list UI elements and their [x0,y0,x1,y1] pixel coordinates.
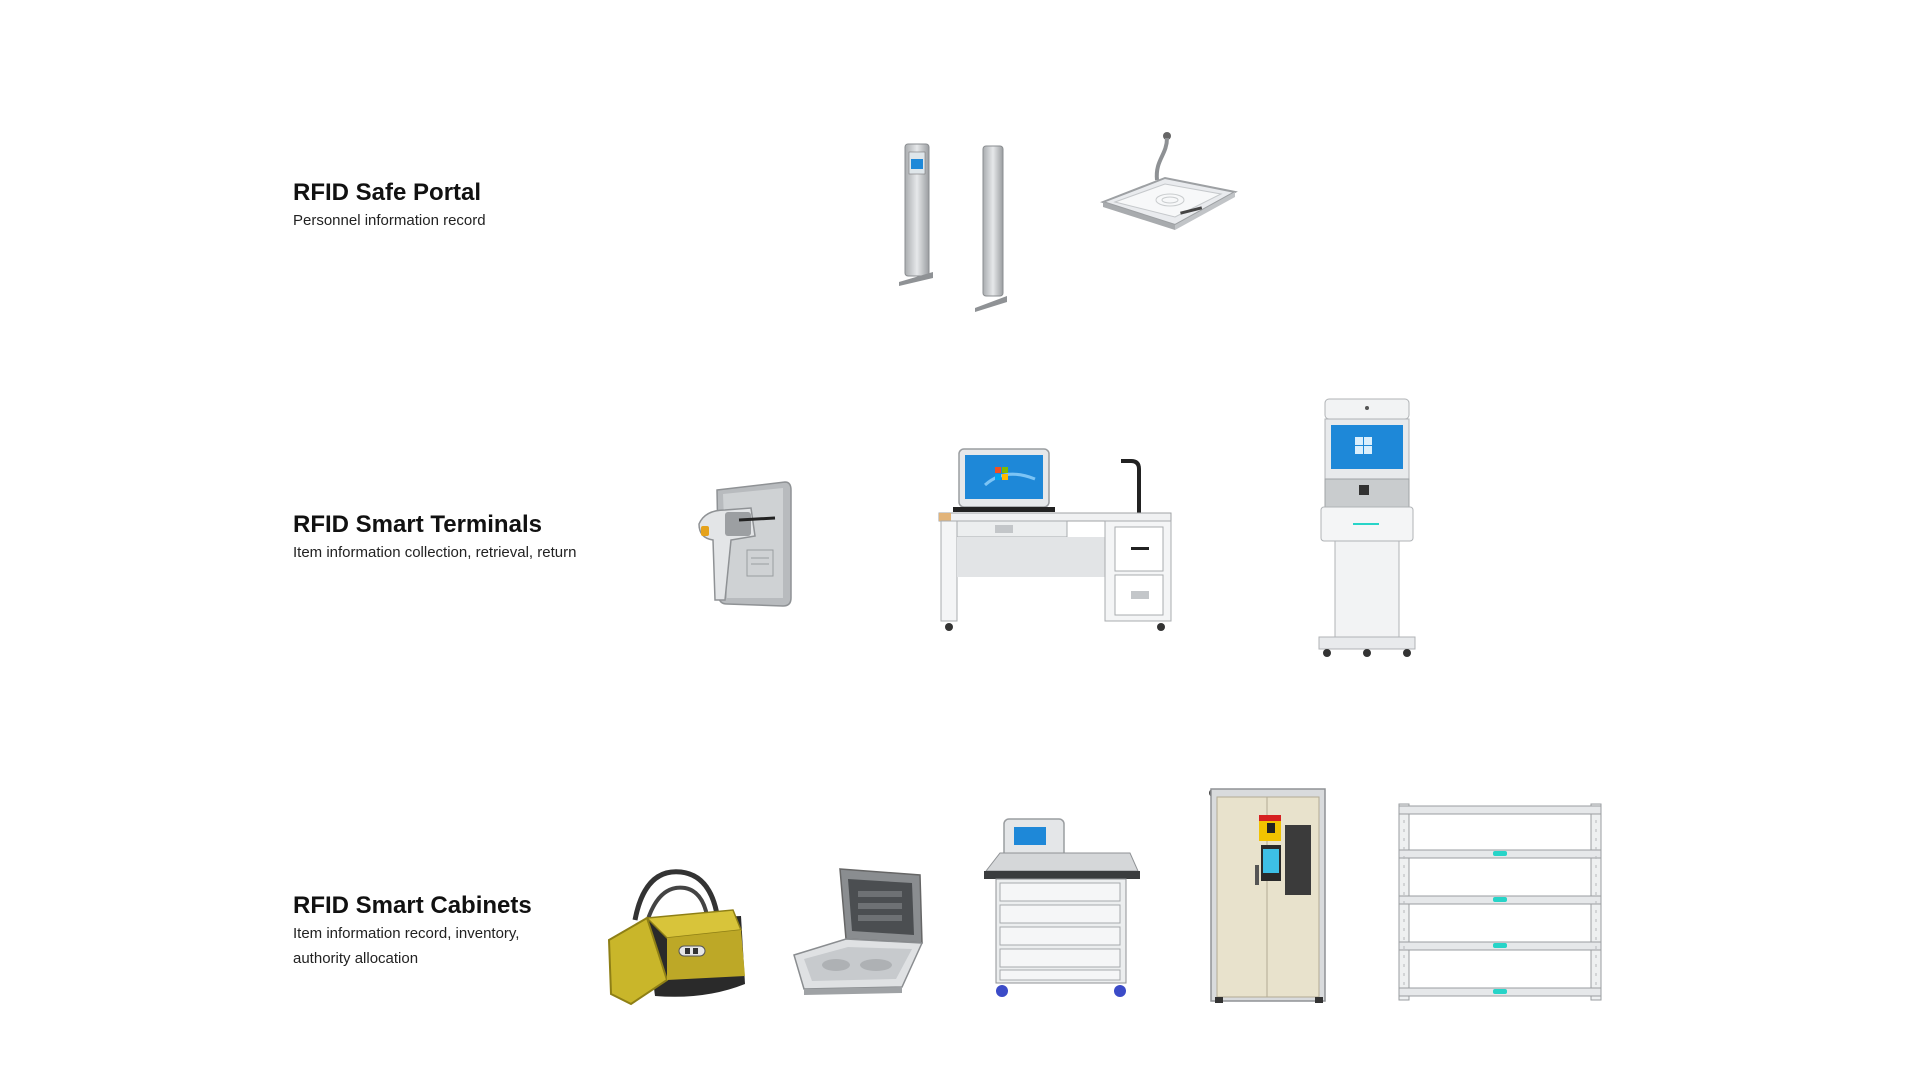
section-smart-cabinets-text: RFID Smart Cabinets Item information rec… [293,891,532,971]
rfid-tool-case-image [790,865,925,995]
rfid-tool-cart-image [980,815,1140,1005]
rfid-smart-shelf-image [1395,800,1605,1005]
section-desc-smart-cabinets-line2: authority allocation [293,950,419,967]
ceiling-rfid-reader-image [1095,130,1245,235]
section-title-smart-cabinets: RFID Smart Cabinets [293,892,532,919]
section-desc-smart-terminals: Item information collection, retrieval, … [293,544,577,561]
rfid-gate-pillars-image [895,140,1025,315]
section-safe-portal-text: RFID Safe Portal Personnel information r… [293,178,486,233]
handheld-rfid-scanner-image [695,480,795,610]
section-smart-terminals-text: RFID Smart Terminals Item information co… [293,510,576,565]
rfid-smart-cabinet-image [1205,775,1330,1005]
section-title-smart-terminals: RFID Smart Terminals [293,511,542,538]
rfid-self-service-kiosk-image [1315,395,1416,660]
section-desc-safe-portal: Personnel information record [293,212,486,229]
rfid-tool-bag-image [605,860,745,1006]
section-desc-smart-cabinets-line1: Item information record, inventory, [293,925,520,942]
rfid-smart-desk-image [935,445,1175,640]
section-title-safe-portal: RFID Safe Portal [293,179,482,206]
